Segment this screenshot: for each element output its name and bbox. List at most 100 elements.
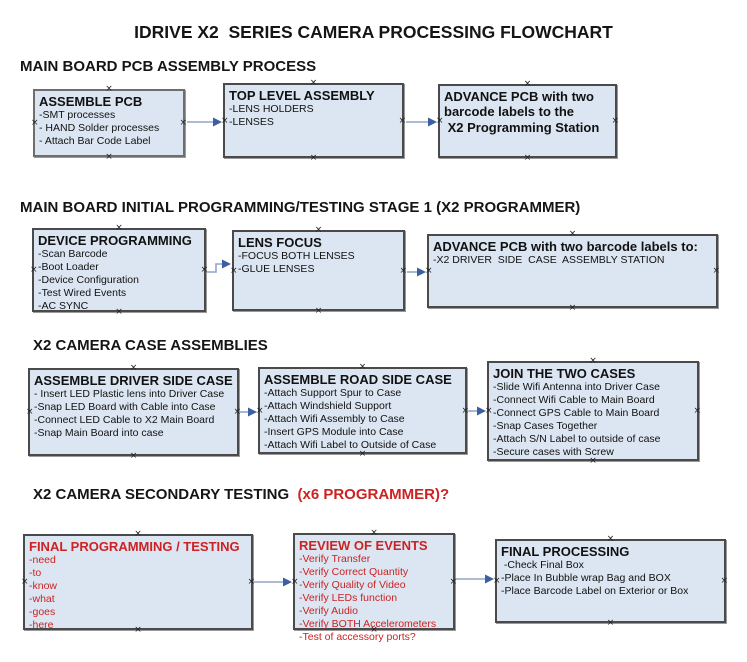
box-line: -Connect GPS Cable to Main Board [493,407,660,419]
box-line: barcode labels to the [444,104,575,119]
connector-handle: × [129,451,138,461]
box-line: -Attach Windshield Support [264,400,392,412]
box-line: -Verify Quality of Video [299,579,406,591]
box-line: -Device Configuration [38,274,139,286]
connector-handle: × [221,115,229,126]
arrow-driverside-to-roadside [240,407,257,417]
box-line: -Snap Main Board into case [34,427,164,439]
box-title: FINAL PROGRAMMING / TESTING [29,539,240,554]
box-line: - Attach Bar Code Label [39,135,151,147]
box-lines: -Scan Barcode-Boot Loader-Device Configu… [38,248,202,313]
box-title: ASSEMBLE PCB [39,94,143,109]
box-line: -need [29,554,56,566]
box-title: REVIEW OF EVENTS [299,538,428,553]
heading-text-red: (x6 PROGRAMMER)? [293,486,450,503]
section-heading-initial-programming: MAIN BOARD INITIAL PROGRAMMING/TESTING S… [20,199,580,216]
box-title: FINAL PROCESSING [501,544,630,559]
box-line: - Insert LED Plastic lens into Driver Ca… [34,388,225,400]
connector-handle: × [568,303,577,313]
section-heading-case-assemblies: X2 CAMERA CASE ASSEMBLIES [33,337,268,354]
box-line: -Test of accessory ports? [299,631,416,643]
box-lines: -Check Final Box-Place In Bubble wrap Ba… [501,559,722,598]
box-review-of-events: REVIEW OF EVENTS -Verify Transfer-Verify… [291,529,457,644]
box-line: -Test Wired Events [38,287,127,299]
connector-handle: × [606,534,615,544]
box-line: -Verify Audio [299,605,358,617]
box-lens-focus: LENS FOCUS -FOCUS BOTH LENSES-GLUE LENSE… [230,226,407,316]
arrow-lensfocus-to-advance2 [407,267,426,277]
box-advance-pcb-driver-side: ADVANCE PCB with two barcode labels to: … [425,229,720,313]
box-line: -what [29,593,55,605]
box-line: -Attach S/N Label to outside of case [493,433,661,445]
box-line: -Verify BOTH Accelerometers [299,618,437,630]
page-title: IDRIVE X2 SERIES CAMERA PROCESSING FLOWC… [134,22,613,42]
section-heading-secondary-testing: X2 CAMERA SECONDARY TESTING (x6 PROGRAMM… [33,486,449,503]
box-lines: -Attach Support Spur to Case-Attach Wind… [264,387,463,452]
box-title: ASSEMBLE ROAD SIDE CASE [264,372,452,387]
connector-handle: × [31,118,39,128]
box-line: -Secure cases with Screw [493,446,614,458]
connector-handle: × [105,84,113,94]
box-join-two-cases: JOIN THE TWO CASES -Slide Wifi Antenna i… [485,357,701,466]
section-heading-pcb-assembly: MAIN BOARD PCB ASSEMBLY PROCESS [20,58,316,75]
box-line: -Slide Wifi Antenna into Driver Case [493,381,660,393]
connector-handle: × [21,577,29,587]
connector-handle: × [230,265,238,276]
box-title: ADVANCE PCB with two barcode labels to: [433,239,698,254]
box-line: -Attach Support Spur to Case [264,387,402,399]
connector-handle: × [568,229,577,239]
box-lines: -need-to-know-what-goes-here [29,554,249,632]
box-line: -goes [29,606,56,618]
box-top-level-assembly: TOP LEVEL ASSEMBLY -LENS HOLDERS-LENSES … [221,78,406,163]
box-line: -Verify LEDs function [299,592,398,604]
box-line: -Insert GPS Module into Case [264,426,404,438]
connector-handle: × [115,223,123,233]
connector-handle: × [309,78,318,88]
box-lines: -X2 DRIVER SIDE CASE ASSEMBLY STATION [433,254,714,267]
box-device-programming: DEVICE PROGRAMMING -Scan Barcode-Boot Lo… [30,223,208,317]
connector-handle: × [314,306,323,316]
box-line: -Connect LED Cable to X2 Main Board [34,414,215,426]
box-line: -X2 DRIVER SIDE CASE ASSEMBLY STATION [433,254,665,266]
connector-handle: × [485,406,493,416]
box-line: -know [29,580,58,592]
box-title: TOP LEVEL ASSEMBLY [229,88,375,103]
box-line: -AC SYNC [38,300,89,312]
heading-text: X2 CAMERA SECONDARY TESTING [33,486,294,503]
box-lines: -FOCUS BOTH LENSES-GLUE LENSES [238,250,401,276]
box-line: -Attach Wifi Label to Outside of Case [264,439,437,451]
box-line: X2 Programming Station [444,120,600,135]
box-assemble-road-side-case: ASSEMBLE ROAD SIDE CASE -Attach Support … [256,362,469,459]
box-final-processing: FINAL PROCESSING -Check Final Box-Place … [493,534,728,628]
connector-handle: × [129,363,138,373]
connector-handle: × [256,405,264,416]
connector-handle: × [523,79,532,89]
arrow-device-to-lensfocus [207,259,231,273]
arrow-review-to-finalproc [456,574,494,584]
box-line: -Verify Correct Quantity [299,566,409,578]
connector-handle: × [134,529,142,539]
box-line: -Boot Loader [38,261,99,273]
heading-text: MAIN BOARD PCB ASSEMBLY PROCESS [20,58,317,75]
box-title: DEVICE PROGRAMMING [38,233,192,248]
box-assemble-driver-side-case: ASSEMBLE DRIVER SIDE CASE - Insert LED P… [26,363,241,461]
box-lines: -Verify Transfer-Verify Correct Quantity… [299,553,451,644]
connector-handle: × [30,265,38,275]
connector-handle: × [493,576,501,586]
box-title: ADVANCE PCB with two [444,89,594,104]
box-lines: -Slide Wifi Antenna into Driver Case-Con… [493,381,695,459]
connector-handle: × [436,116,444,126]
arrow-toplevel-to-advance1 [406,117,437,127]
box-line: -Place In Bubble wrap Bag and BOX [501,572,671,584]
box-line: -here [29,619,54,631]
connector-handle: × [606,618,615,628]
box-line: -Place Barcode Label on Exterior or Box [501,585,689,597]
box-title: JOIN THE TWO CASES [493,366,636,381]
box-advance-pcb-programming-station: ADVANCE PCB with two barcode labels to t… [436,79,619,163]
connector-handle: × [358,362,367,372]
box-line: -Connect Wifi Cable to Main Board [493,394,655,406]
arrow-finalprog-to-review [254,577,292,587]
box-line: -LENSES [229,116,274,128]
heading-text: X2 CAMERA CASE ASSEMBLIES [33,337,268,354]
